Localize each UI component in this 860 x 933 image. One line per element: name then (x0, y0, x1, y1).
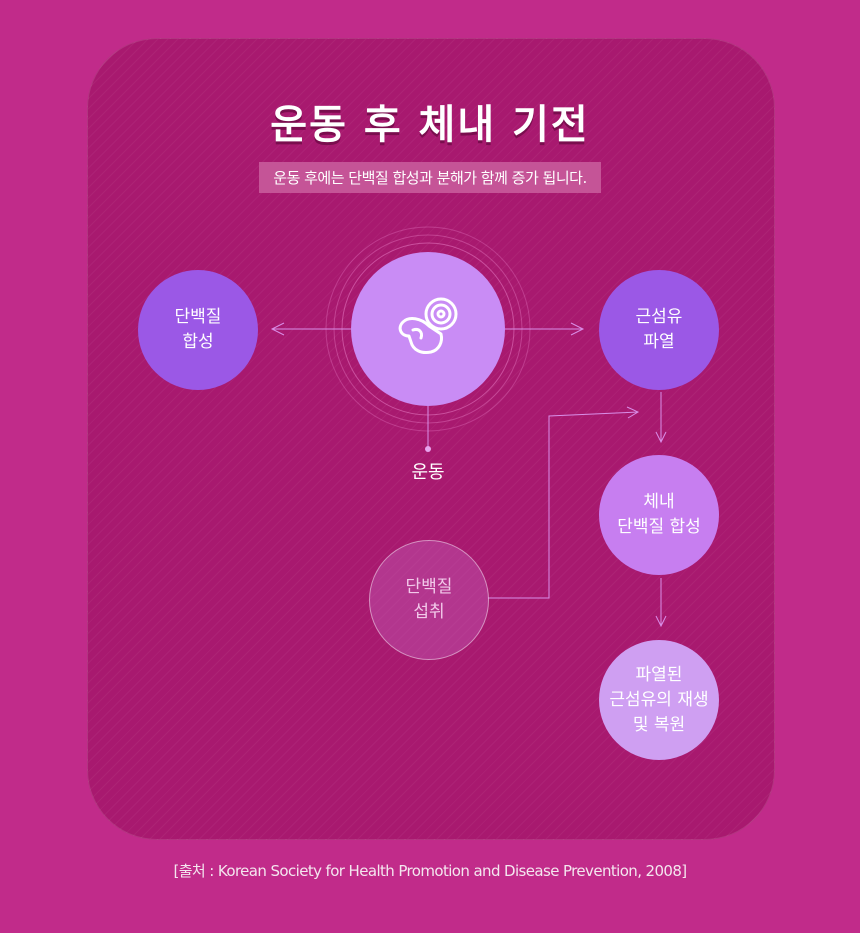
node-protein-intake-line-1: 단백질 (405, 577, 453, 597)
node-muscle-rupture: 근섬유 파열 (599, 270, 719, 390)
node-protein-intake: 단백질 섭취 (369, 540, 489, 660)
arrow-head-down-1 (655, 431, 667, 444)
node-body-protein-synthesis: 체내 단백질 합성 (599, 455, 719, 575)
node-body-synthesis-line-1: 체내 (643, 492, 675, 512)
subtitle-container: 운동 후에는 단백질 합성과 분해가 함께 증가 됩니다. (0, 162, 860, 193)
arrow-head-left (270, 322, 285, 336)
arrow-head-right (570, 322, 585, 336)
node-repair-line-3: 및 복원 (632, 714, 686, 735)
source-citation: [출처 : Korean Society for Health Promotio… (173, 862, 687, 880)
node-protein-synthesis: 단백질 합성 (138, 270, 258, 390)
node-exercise-label: 운동 (411, 462, 445, 483)
node-repair-line-2: 근섬유의 재생 (609, 689, 709, 710)
node-muscle-rupture-line-1: 근섬유 (635, 307, 683, 327)
arrow-intake-to-synthesis (488, 411, 639, 599)
node-protein-synthesis-line-2: 합성 (182, 332, 214, 352)
diagram-subtitle: 운동 후에는 단백질 합성과 분해가 함께 증가 됩니다. (259, 162, 601, 193)
node-muscle-rupture-line-2: 파열 (643, 332, 675, 352)
diagram-title: 운동 후 체내 기전 (270, 102, 590, 148)
arrow-head-intake (626, 406, 640, 419)
center-stem-dot (425, 446, 431, 452)
node-protein-synthesis-line-1: 단백질 (174, 307, 222, 327)
node-body-synthesis-line-2: 단백질 합성 (617, 517, 701, 537)
node-protein-intake-line-2: 섭취 (413, 602, 445, 622)
node-repair-line-1: 파열된 (635, 664, 683, 685)
arrow-head-down-2 (655, 615, 667, 628)
node-muscle-repair: 파열된 근섬유의 재생 및 복원 (599, 640, 719, 760)
flexed-arm-dumbbell-icon (398, 297, 458, 354)
node-exercise (351, 252, 505, 406)
